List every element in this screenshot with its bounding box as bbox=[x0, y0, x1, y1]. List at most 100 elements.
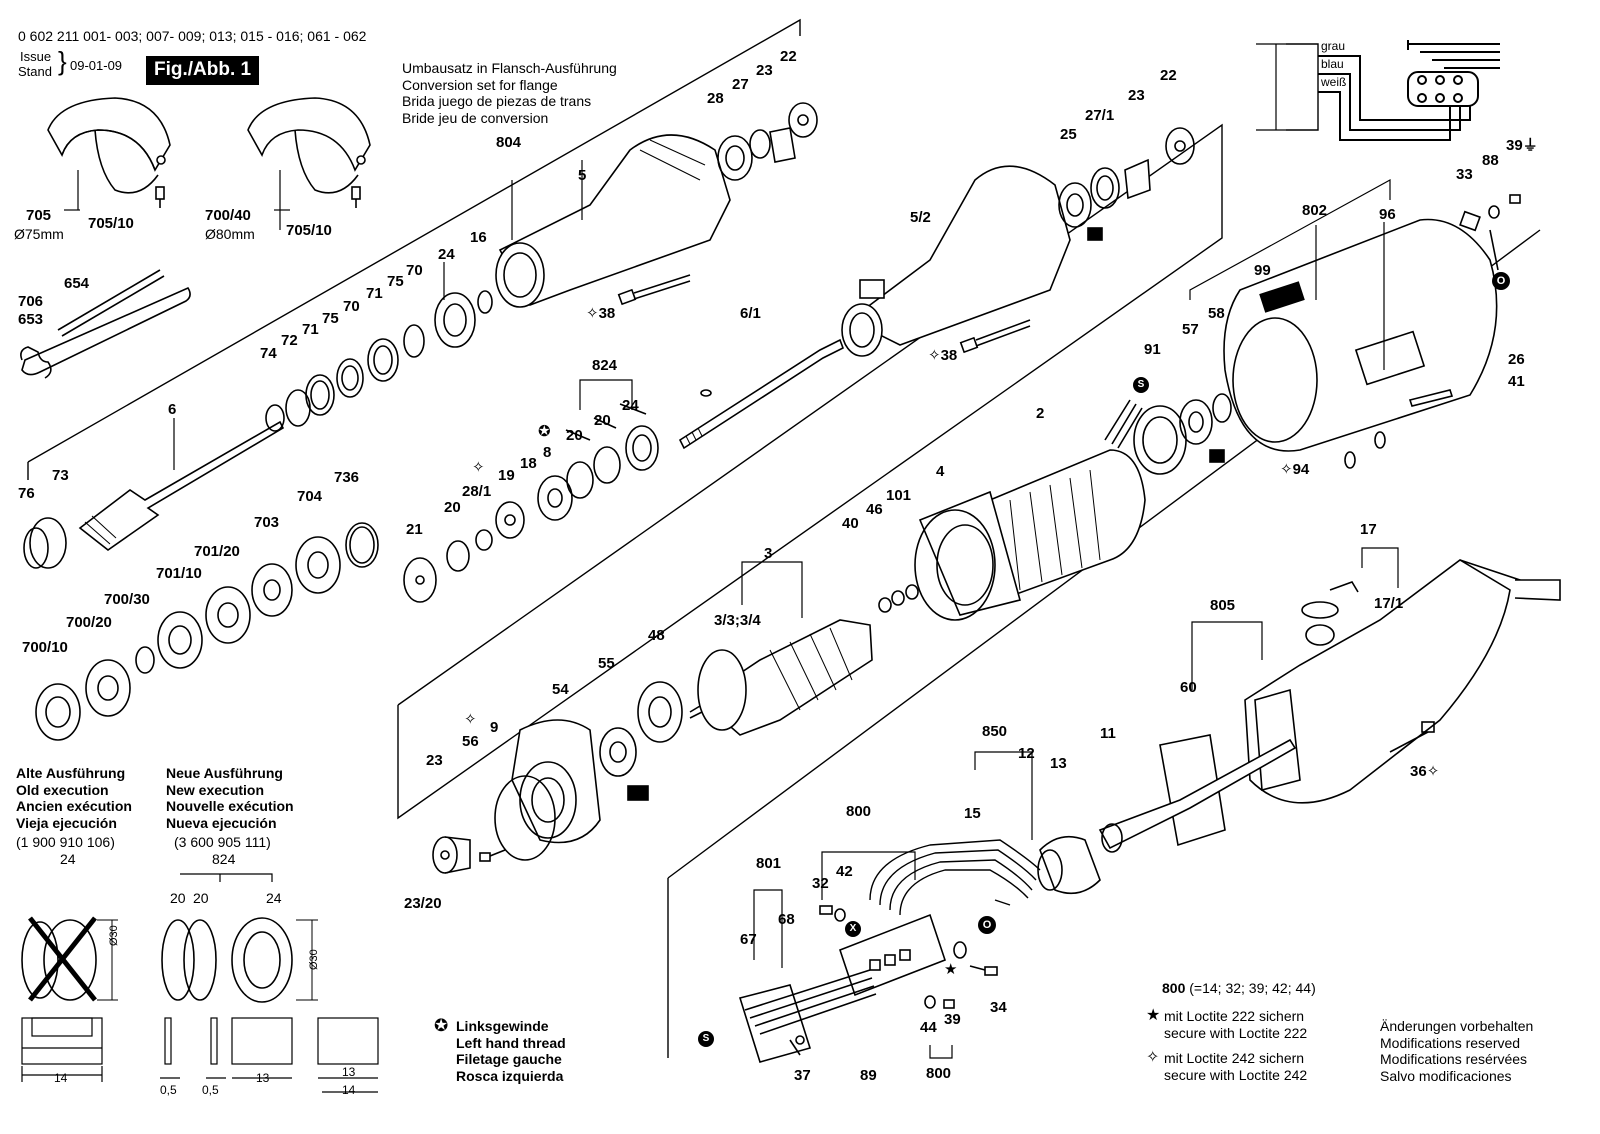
label-654: 654 bbox=[64, 275, 90, 292]
spindle-11-drawing bbox=[1098, 738, 1297, 853]
switch-13-drawing bbox=[1037, 835, 1101, 895]
label-700-20: 700/20 bbox=[66, 614, 112, 631]
label-38a: ✧38 bbox=[586, 306, 615, 322]
spindle-6-drawing bbox=[23, 420, 285, 569]
screw-38b bbox=[959, 319, 1031, 354]
loctite-242-icon: ✧ bbox=[928, 347, 941, 364]
spindle-rings bbox=[265, 290, 493, 432]
issue-label: Issue bbox=[20, 49, 52, 64]
label-824: 824 bbox=[592, 357, 618, 374]
label-804: 804 bbox=[496, 134, 522, 151]
label-704: 704 bbox=[297, 488, 323, 505]
new-sub-20a: 20 bbox=[170, 890, 186, 906]
label-101: 101 bbox=[886, 487, 912, 504]
loctite-242-icon: ✧ bbox=[1426, 763, 1440, 780]
new-execution-rings bbox=[161, 873, 318, 1003]
label-17-1: 17/1 bbox=[1374, 595, 1404, 612]
screw-36 bbox=[1389, 721, 1435, 753]
label-17: 17 bbox=[1360, 521, 1377, 538]
stand-label: Stand bbox=[18, 64, 52, 79]
label-75b: 75 bbox=[322, 310, 339, 327]
loctite-222-en: secure with Loctite 222 bbox=[1164, 1024, 1308, 1041]
label-18: 18 bbox=[520, 455, 537, 472]
label-44: 44 bbox=[920, 1019, 937, 1036]
label-700-10: 700/10 bbox=[22, 639, 68, 656]
label-89: 89 bbox=[860, 1067, 877, 1084]
marker-x: X bbox=[845, 921, 861, 937]
marker-s-top: S bbox=[1133, 377, 1149, 393]
label-12: 12 bbox=[1018, 745, 1035, 762]
marker-o-top: O bbox=[1492, 272, 1510, 290]
old-execution-part: 24 bbox=[60, 851, 76, 867]
new-sub-20b: 20 bbox=[193, 890, 209, 906]
figure-label: Fig./Abb. 1 bbox=[146, 56, 260, 85]
label-705: 705 bbox=[26, 207, 52, 224]
loctite-242-icon: ✧ bbox=[464, 711, 477, 728]
marker-s-bottom: S bbox=[698, 1031, 714, 1047]
loctite-222-icon: ★ bbox=[1146, 1007, 1161, 1024]
leader-lines bbox=[64, 160, 1399, 1059]
set-800-bold: 800 bbox=[1162, 980, 1186, 996]
label-55: 55 bbox=[598, 655, 615, 672]
new-de: Neue Ausführung bbox=[166, 765, 283, 781]
label-60: 60 bbox=[1180, 679, 1197, 696]
dim-d30-new: Ø30 bbox=[308, 949, 320, 970]
flange-nut-set bbox=[35, 522, 379, 741]
label-42: 42 bbox=[836, 863, 853, 880]
dim-14-old: 14 bbox=[54, 1071, 68, 1085]
screw-34 bbox=[953, 941, 998, 976]
wire-harness bbox=[869, 839, 1041, 916]
left-hand-en: Left hand thread bbox=[456, 1034, 566, 1051]
left-hand-fr: Filetage gauche bbox=[456, 1051, 562, 1067]
baffle-4-drawing bbox=[878, 490, 1021, 621]
label-57: 57 bbox=[1182, 321, 1199, 338]
dim-05-b: 0,5 bbox=[202, 1083, 219, 1097]
modifications-fr: Modifications resérvées bbox=[1380, 1051, 1528, 1067]
old-fr: Ancien exécution bbox=[16, 798, 132, 814]
label-40: 40 bbox=[842, 515, 859, 532]
conversion-line-fr: Bride jeu de conversion bbox=[402, 109, 549, 126]
brace: } bbox=[58, 46, 67, 76]
wiring-diagram bbox=[1256, 40, 1500, 141]
label-76: 76 bbox=[18, 485, 35, 502]
label-28-1: 28/1 bbox=[462, 483, 492, 500]
group-frames bbox=[27, 18, 1541, 1058]
bearings-48-55 bbox=[599, 681, 683, 801]
label-706: 706 bbox=[18, 293, 44, 310]
label-24: 24 bbox=[438, 246, 455, 263]
label-48: 48 bbox=[648, 627, 665, 644]
flange-housing-5-2-drawing bbox=[841, 165, 1071, 357]
label-72: 72 bbox=[281, 332, 298, 349]
switch-800-drawing bbox=[819, 905, 946, 997]
old-execution-number: (1 900 910 106) bbox=[16, 834, 115, 850]
old-en: Old execution bbox=[16, 781, 109, 798]
label-13: 13 bbox=[1050, 755, 1067, 772]
dim-d30-old: Ø30 bbox=[108, 925, 120, 946]
label-736: 736 bbox=[334, 469, 360, 486]
conversion-line-de: Umbausatz in Flansch-Ausführung bbox=[402, 60, 617, 76]
label-33: 33 bbox=[1456, 166, 1473, 183]
label-20a: 20 bbox=[566, 427, 583, 444]
loctite-242-icon: ✧ bbox=[472, 459, 485, 476]
label-850: 850 bbox=[982, 723, 1008, 740]
label-27-1: 27/1 bbox=[1085, 107, 1115, 124]
loctite-242-en: secure with Loctite 242 bbox=[1164, 1066, 1308, 1083]
left-hand-thread-note: Linksgewinde Left hand thread Filetage g… bbox=[456, 1018, 566, 1084]
label-68: 68 bbox=[778, 911, 795, 928]
shaft-6-1-drawing bbox=[678, 338, 845, 450]
label-38b-text: 38 bbox=[940, 347, 958, 364]
label-39b: 39 bbox=[944, 1011, 961, 1028]
label-71a: 71 bbox=[366, 285, 383, 302]
label-58: 58 bbox=[1208, 305, 1225, 322]
label-26: 26 bbox=[1508, 351, 1525, 368]
new-execution-sections bbox=[160, 1017, 379, 1093]
loctite-222-icon: ★ bbox=[944, 961, 958, 978]
new-execution-title: Neue Ausführung New execution Nouvelle e… bbox=[166, 765, 294, 831]
loctite-242-icon: ✧ bbox=[1280, 461, 1293, 478]
flange-housing-5-drawing bbox=[495, 134, 731, 308]
label-25: 25 bbox=[1060, 126, 1077, 143]
label-34: 34 bbox=[990, 999, 1007, 1016]
wire-blau: blau bbox=[1321, 57, 1344, 71]
bearing-set-824 bbox=[565, 403, 659, 499]
label-27: 27 bbox=[732, 76, 749, 93]
